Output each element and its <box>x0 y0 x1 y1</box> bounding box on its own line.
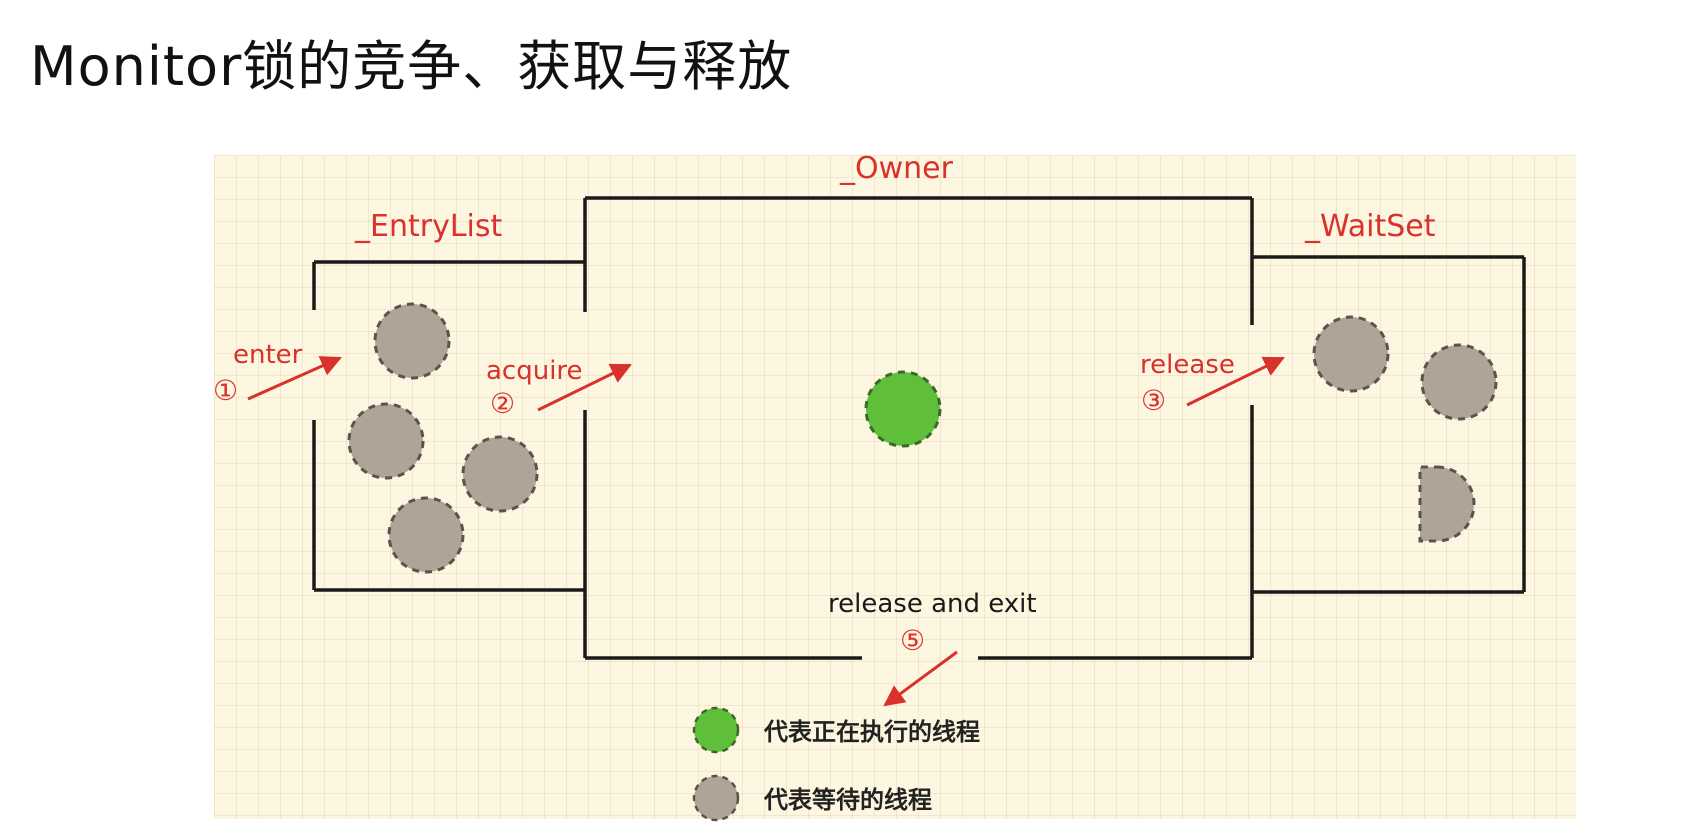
legend-waiting-text: 代表等待的线程 <box>763 786 932 814</box>
diagram-panel <box>214 155 1576 819</box>
release-exit-label: release and exit <box>828 589 1037 619</box>
page-title: Monitor锁的竞争、获取与释放 <box>30 35 793 98</box>
enter-arrow <box>247 356 342 401</box>
entry-list-threads <box>347 302 539 574</box>
waiting-thread-circle <box>1312 315 1390 393</box>
waiting-thread-circle <box>373 302 451 380</box>
waiting-thread-circle <box>387 496 465 574</box>
running-thread-circle <box>864 370 942 448</box>
acquire-label: acquire <box>486 356 583 386</box>
waiting-thread-half-circle <box>1418 465 1476 543</box>
wait-set-threads <box>1312 315 1498 543</box>
step-1-number: ① <box>213 374 238 407</box>
waiting-thread-circle <box>461 435 539 513</box>
waiting-thread-circle <box>1420 343 1498 421</box>
wait-set-label: _WaitSet <box>1304 209 1436 244</box>
waiting-thread-circle <box>347 402 425 480</box>
enter-label: enter <box>233 340 303 370</box>
release-exit-arrow <box>883 650 958 707</box>
legend-waiting-swatch <box>692 774 740 822</box>
release-label: release <box>1140 350 1235 380</box>
wait-set-box <box>1252 255 1526 594</box>
step-5-number: ⑤ <box>900 624 925 657</box>
legend: 代表正在执行的线程 代表等待的线程 <box>692 706 980 822</box>
legend-running-text: 代表正在执行的线程 <box>763 718 980 746</box>
owner-label: _Owner <box>839 151 954 186</box>
release-arrow <box>1186 356 1285 407</box>
owner-box <box>583 196 1254 660</box>
acquire-arrow <box>537 363 632 412</box>
legend-running-swatch <box>692 706 740 754</box>
entry-list-box <box>312 260 585 592</box>
step-3-number: ③ <box>1141 384 1166 417</box>
step-2-number: ② <box>490 387 515 420</box>
entry-list-label: _EntryList <box>354 209 502 244</box>
